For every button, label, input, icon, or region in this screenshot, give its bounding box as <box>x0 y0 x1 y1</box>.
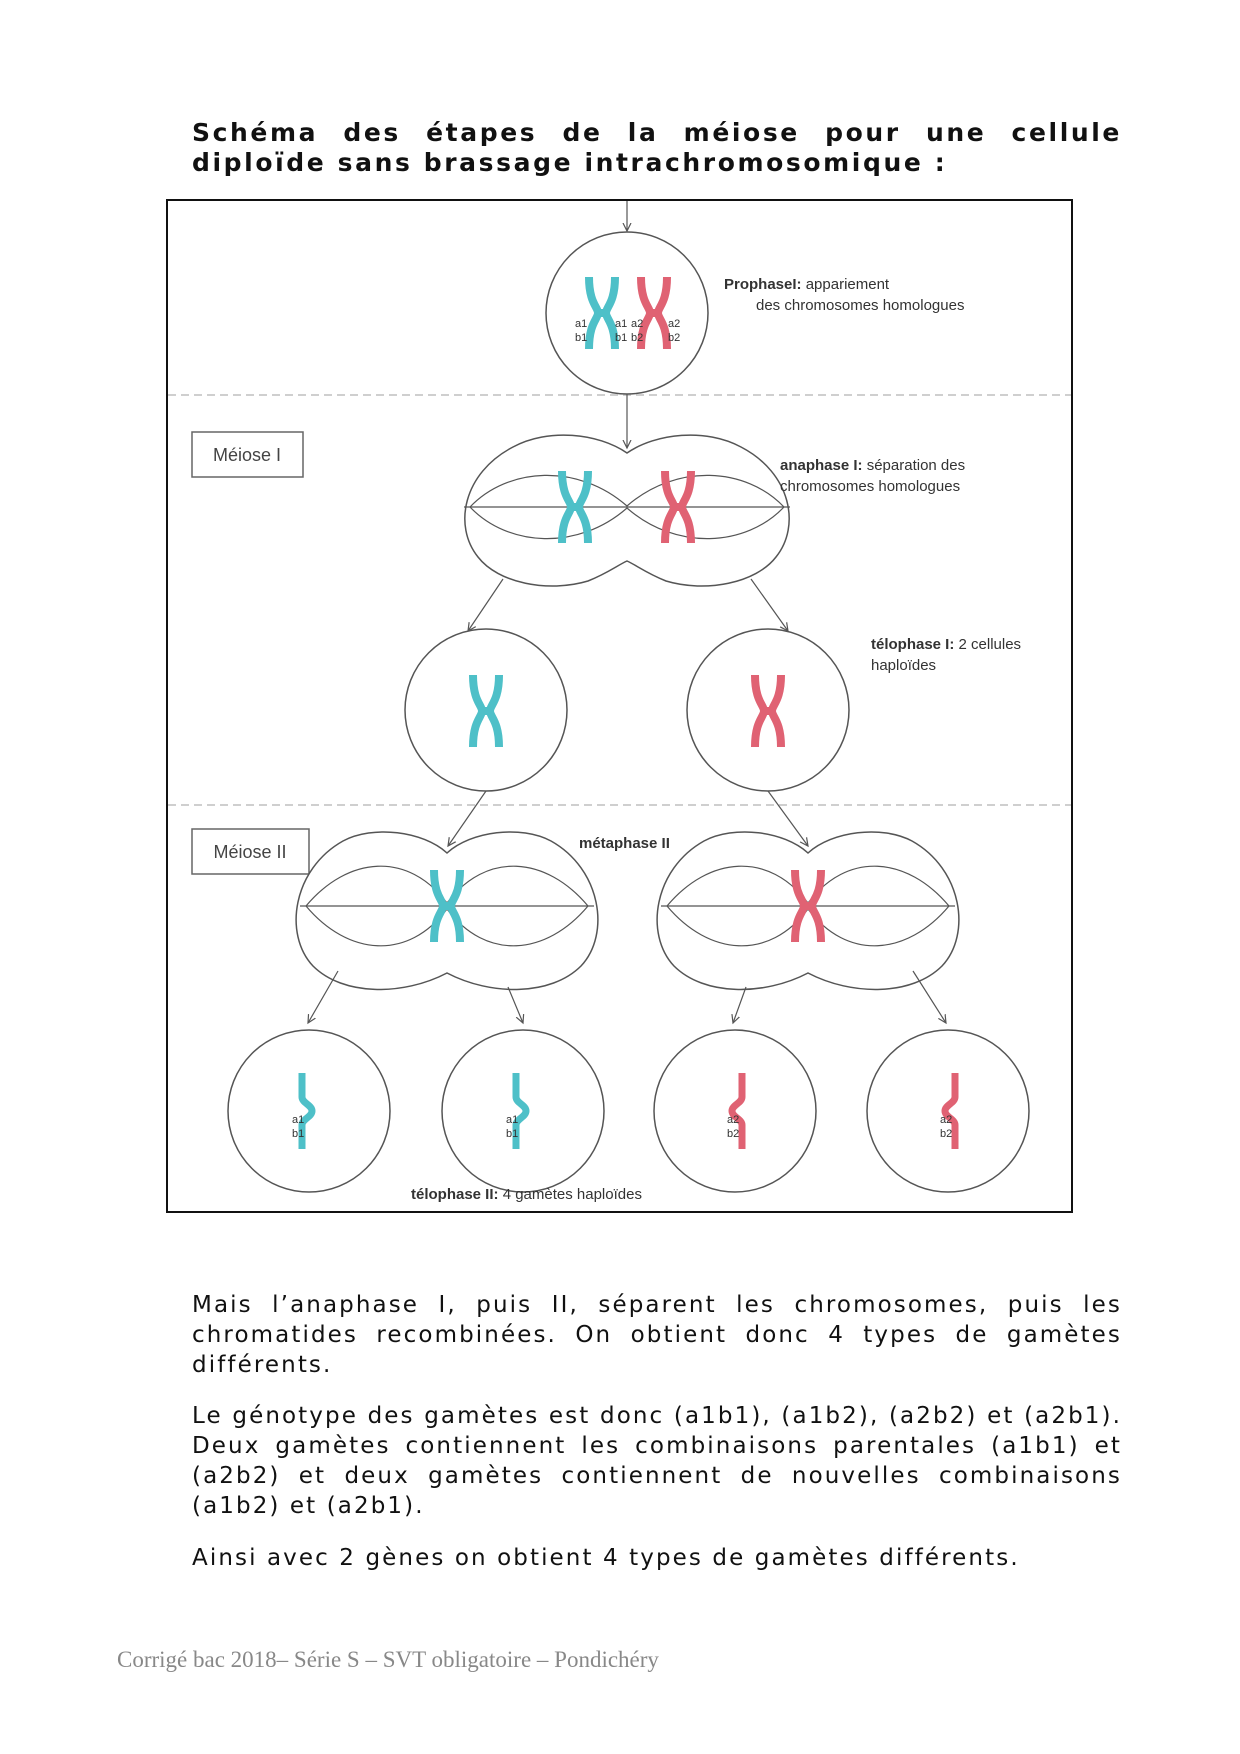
telophase2-label: télophase II: 4 gamètes haploïdes <box>411 1186 642 1203</box>
gene-label: b1 <box>575 332 587 344</box>
anaphase-label: anaphase I: séparation des <box>780 457 965 474</box>
gene-label: a1 <box>292 1114 304 1126</box>
gene-label: b1 <box>292 1128 304 1140</box>
gene-label: b1 <box>506 1128 518 1140</box>
arrow <box>468 578 504 631</box>
gene-label: a1 <box>506 1114 518 1126</box>
page-footer: Corrigé bac 2018– Série S – SVT obligato… <box>117 1647 659 1672</box>
prophase-label: ProphaseI: appariement <box>724 276 890 293</box>
telophase1-label-2: haploïdes <box>871 657 936 674</box>
meiose2-label: Méiose II <box>213 842 286 862</box>
metaphase2-label: métaphase II <box>579 835 670 852</box>
arrow <box>733 986 747 1023</box>
figure-heading: Schéma des étapes de la méiose pour une … <box>192 118 1122 177</box>
anaphase-label-2: chromosomes homologues <box>780 478 960 495</box>
arrow <box>507 986 523 1023</box>
paragraph-genotype: Le génotype des gamètes est donc (a1b1),… <box>192 1403 1122 1519</box>
telophase1-label: télophase I: 2 cellules <box>871 636 1021 653</box>
meiosis-diagram: Méiose I Méiose II a1 b1 a1 b1 a2 b2 a2 … <box>166 199 1073 1213</box>
gene-label: a1 <box>575 318 587 330</box>
meiose1-label: Méiose I <box>213 445 281 465</box>
gene-label: a2 <box>668 318 680 330</box>
arrow <box>912 970 946 1023</box>
metaphase2-cell-left <box>295 831 599 991</box>
gene-label: b1 <box>615 332 627 344</box>
meiose2-box <box>191 828 310 875</box>
arrow <box>448 790 487 846</box>
gene-label: b2 <box>668 332 680 344</box>
arrow <box>767 790 808 846</box>
meiose1-box <box>191 431 304 478</box>
meiosis-svg: Méiose I Méiose II a1 b1 a1 b1 a2 b2 a2 … <box>168 201 1071 1203</box>
anaphase-cell <box>464 434 790 587</box>
gene-label: b2 <box>727 1128 739 1140</box>
gene-label: b2 <box>940 1128 952 1140</box>
arrow <box>308 970 339 1023</box>
prophase-cell <box>545 231 709 395</box>
gene-label: a2 <box>727 1114 739 1126</box>
gene-label: b2 <box>631 332 643 344</box>
paragraph-anaphase: Mais l’anaphase I, puis II, séparent les… <box>192 1292 1122 1378</box>
metaphase2-cell-right <box>656 831 960 991</box>
gene-label: a2 <box>631 318 643 330</box>
gene-label: a1 <box>615 318 627 330</box>
prophase-label-2: des chromosomes homologues <box>756 297 964 314</box>
paragraph-conclusion: Ainsi avec 2 gènes on obtient 4 types de… <box>192 1545 1020 1571</box>
gene-label: a2 <box>940 1114 952 1126</box>
arrow <box>750 578 788 631</box>
